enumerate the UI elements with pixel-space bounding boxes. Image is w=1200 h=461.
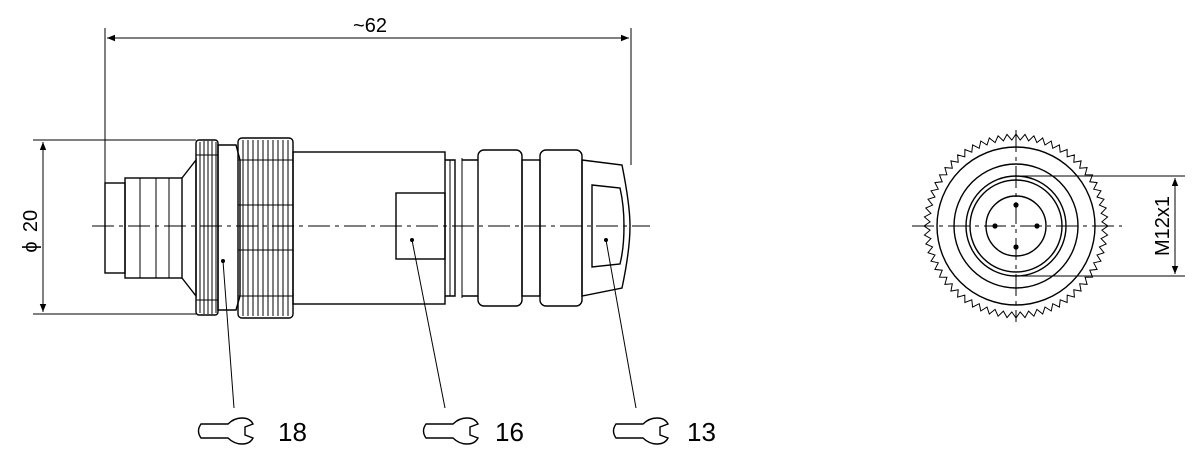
pin-1 [1013, 202, 1019, 208]
callout-16-label: 16 [495, 417, 524, 447]
wrench-icon [612, 417, 669, 445]
pin-3 [1034, 223, 1040, 229]
wrench-icon [197, 417, 254, 445]
thread-dimension-label: M12x1 [1152, 196, 1174, 256]
callout-18-label: 18 [278, 417, 307, 447]
sleeve-gap [521, 159, 541, 297]
main-body [292, 151, 446, 305]
knurled-sleeve-1 [477, 149, 523, 307]
coupling-ring-ribs [238, 140, 293, 316]
coupling-ring-serration [923, 133, 1109, 319]
callout-13: 13 [612, 417, 716, 447]
length-dimension-label: ~62 [353, 15, 387, 37]
nut-18 [195, 139, 219, 316]
callout-18: 18 [197, 417, 307, 447]
thread-minor [969, 179, 1063, 273]
wrench-flat-13 [591, 184, 625, 268]
pin-carrier [985, 195, 1047, 257]
coupling-ring-inner [936, 146, 1096, 306]
pin-end-chamfer [181, 157, 197, 299]
diameter-symbol: ϕ [20, 241, 42, 252]
pin-4 [1013, 244, 1019, 250]
knurled-sleeve-2 [539, 149, 583, 307]
callout-16: 16 [422, 417, 524, 447]
thread-dimension: M12x1 [1016, 175, 1185, 277]
length-dimension: ~62 [104, 15, 632, 183]
callout-leaders [221, 238, 637, 409]
nut-18-serration [196, 141, 218, 314]
diameter-dimension: ϕ 20 [20, 139, 196, 315]
diameter-dimension-label: 20 [20, 210, 42, 232]
wrench-flat-16 [395, 192, 446, 260]
pin-end-thread [124, 177, 183, 279]
side-view [92, 137, 650, 319]
body-outer [953, 163, 1079, 289]
coupling-ring [237, 137, 294, 319]
callout-13-label: 13 [687, 417, 716, 447]
pin-2 [992, 223, 998, 229]
pin-end [104, 182, 126, 274]
wrench-icon [422, 417, 479, 445]
end-view [912, 130, 1122, 322]
rear-nut-13 [581, 159, 631, 297]
nut-18-body [217, 144, 241, 311]
